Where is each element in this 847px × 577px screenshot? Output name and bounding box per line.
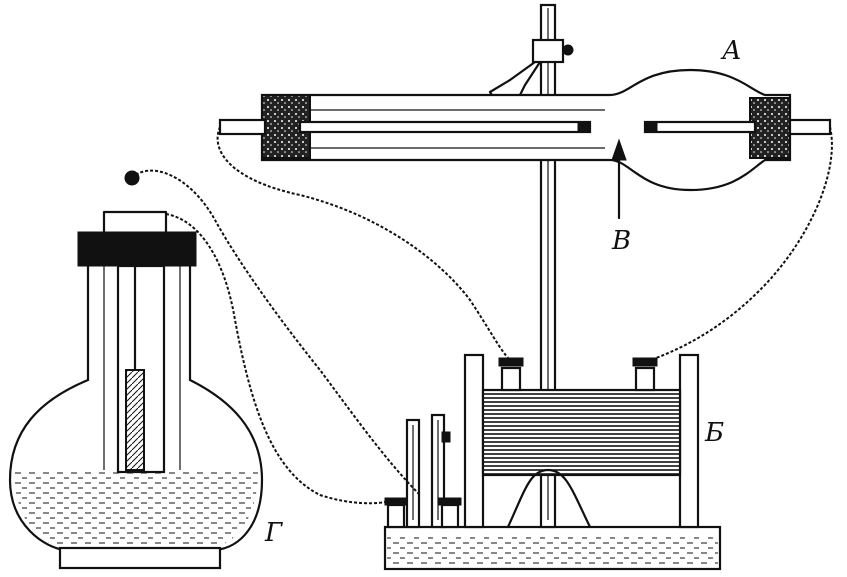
label-tube: А [722, 36, 742, 66]
pointer-arrow [611, 138, 627, 220]
flask [8, 170, 264, 570]
label-flask: Г [265, 518, 283, 548]
coiled-wires [131, 126, 833, 505]
label-arrow: В [612, 226, 632, 256]
induction-coil [463, 353, 700, 529]
discharge-tube [218, 68, 832, 192]
interrupter [384, 413, 462, 529]
base-board [383, 525, 722, 571]
label-coil: Б [705, 418, 725, 448]
